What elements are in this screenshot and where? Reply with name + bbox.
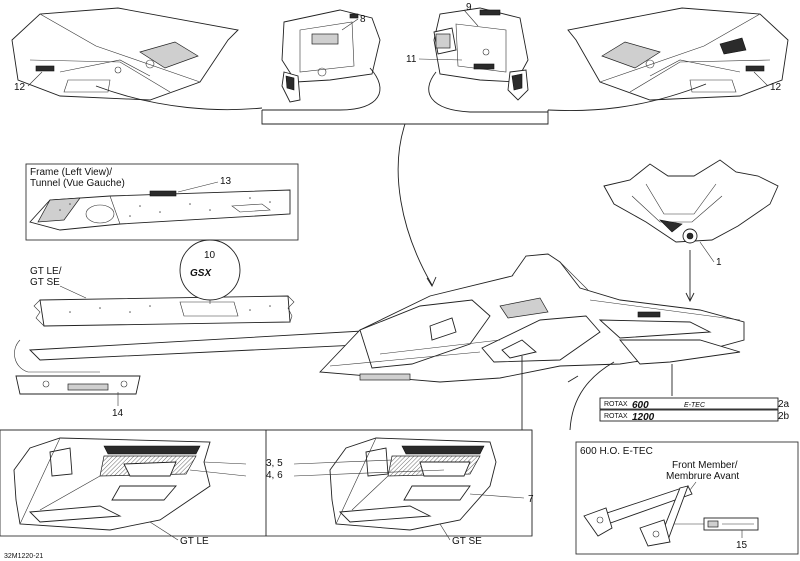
top-left-side-panel [11,7,239,101]
brand-logo-badge: GSX [190,268,212,279]
frame-box-title-line1: Frame (Left View)/ [30,167,112,178]
frame-box-title-line2: Tunnel (Vue Gauche) [30,178,125,189]
top-right-inner-panel [433,7,529,101]
top-right-side-panel [567,7,789,101]
callout-14: 14 [112,408,124,419]
engine-box-title: 600 H.O. E-TEC [580,446,653,457]
engine-box-member-line2: Membrure Avant [666,471,739,482]
callout-13: 13 [220,176,232,187]
gt-le-se-label-line2: GT SE [30,277,60,288]
callout-3-5: 3, 5 [266,458,283,469]
front-nose-panel: 1 [603,159,779,303]
callout-10: 10 [204,250,216,261]
drawing-code: 32M1220-21 [4,553,43,560]
callout-1: 1 [716,257,722,268]
decal-2a-displacement: 600 [632,400,649,411]
center-callouts: 3, 5 4, 6 7 [189,458,534,505]
engine-600-etec-box: 600 H.O. E-TEC Front Member/ Membrure Av… [575,441,799,555]
callout-8: 8 [360,14,366,25]
bottom-variant-boxes [0,429,533,537]
decal-2a-etec: E-TEC [684,402,706,409]
gt-se-side-panel: GT SE [329,437,497,547]
frame-left-view-box: Frame (Left View)/ Tunnel (Vue Gauche) 1… [25,163,299,241]
decal-2b-rotax: ROTAX [604,413,628,420]
gt-le-side-panel: GT LE [13,437,211,547]
callout-12-left: 12 [14,82,26,93]
gt-le-se-tunnel-strip: GT LE/ GT SE 10 GSX [30,239,295,327]
callout-2b: 2b [778,411,790,422]
top-left-inner-panel [281,9,381,103]
callout-11: 11 [406,54,417,65]
snowmobile-main-body [319,253,745,383]
top-leader-lines [95,67,707,287]
callout-4-6: 4, 6 [266,470,283,481]
gt-le-label: GT LE [180,536,209,547]
callout-2a: 2a [778,399,790,410]
gt-le-se-label-line1: GT LE/ [30,266,62,277]
engine-decals: ROTAX 600 E-TEC ROTAX 1200 2a 2b [567,361,790,431]
decal-2a-rotax: ROTAX [604,401,628,408]
callout-15: 15 [736,540,748,551]
callout-7: 7 [528,494,534,505]
engine-box-member-line1: Front Member/ [672,460,738,471]
callout-9: 9 [466,2,472,13]
decal-2b-displacement: 1200 [632,412,655,423]
callout-12-right: 12 [770,82,782,93]
running-board: 14 [14,329,381,419]
gt-se-label: GT SE [452,536,482,547]
